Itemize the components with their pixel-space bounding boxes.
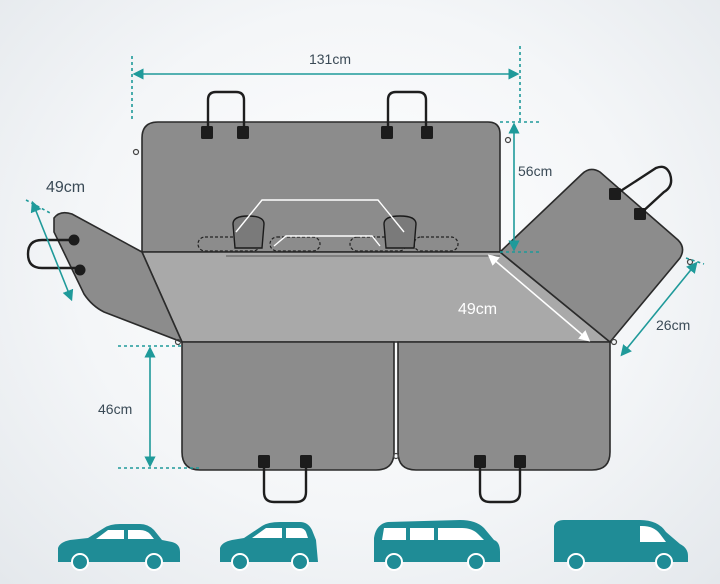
front-panel-right (397, 341, 611, 471)
sedan-icon (58, 524, 180, 571)
van-icon (554, 520, 688, 571)
dimension-label-height-back: 56cm (518, 163, 552, 179)
dimension-diagonal-center: 49cm (458, 254, 591, 342)
dimension-width-top: 131cm (131, 46, 521, 122)
dimension-height-back: 56cm (500, 121, 552, 253)
dimension-label-width-top: 131cm (309, 51, 351, 67)
dimension-label-diagonal: 49cm (458, 301, 497, 318)
headrest-strap-right (381, 90, 433, 139)
backrest-panel (141, 121, 501, 253)
minivan-icon (374, 520, 500, 571)
dimension-label-height-front: 46cm (98, 401, 132, 417)
dimension-label-side-left: 49cm (46, 179, 85, 196)
dimension-label-side-right: 26cm (656, 317, 690, 333)
front-strap-left (258, 455, 312, 504)
seatbelt-openings (197, 199, 459, 252)
front-panel-left (181, 341, 395, 471)
front-strap-right (474, 455, 526, 504)
dimension-height-front: 46cm (98, 345, 200, 469)
dimension-side-left: 49cm (25, 179, 85, 302)
dimension-side-right: 26cm (620, 257, 705, 357)
right-flap-strap (609, 165, 673, 220)
headrest-strap-left (201, 90, 249, 139)
hatchback-icon (220, 522, 318, 571)
